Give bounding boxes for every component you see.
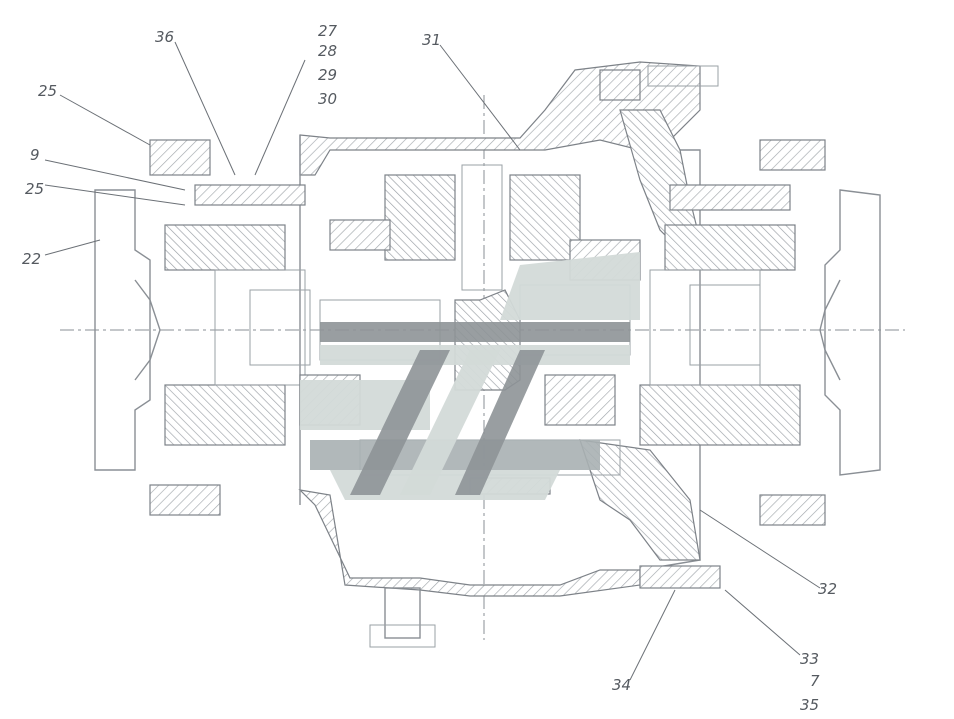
callout-27: 27 [318,22,338,40]
callout-25: 25 [38,82,57,100]
callout-labels: 36 27 28 29 30 31 25 9 25 22 32 34 33 7 … [22,22,837,714]
callout-32: 32 [818,580,837,598]
callout-7: 7 [810,672,820,690]
callout-25b: 25 [25,180,44,198]
callout-36: 36 [155,28,174,46]
callout-35: 35 [800,696,819,714]
callout-22: 22 [22,250,41,268]
callout-28: 28 [318,42,337,60]
leader-lines [44,41,821,681]
right-hub-assembly [639,139,881,526]
callout-9: 9 [30,146,40,164]
callout-34: 34 [612,676,631,694]
callout-33: 33 [800,650,819,668]
callout-29: 29 [318,66,337,84]
callout-30: 30 [318,90,337,108]
left-hub-assembly [94,139,311,516]
watermark-logo [300,252,640,500]
callout-31: 31 [422,31,441,49]
